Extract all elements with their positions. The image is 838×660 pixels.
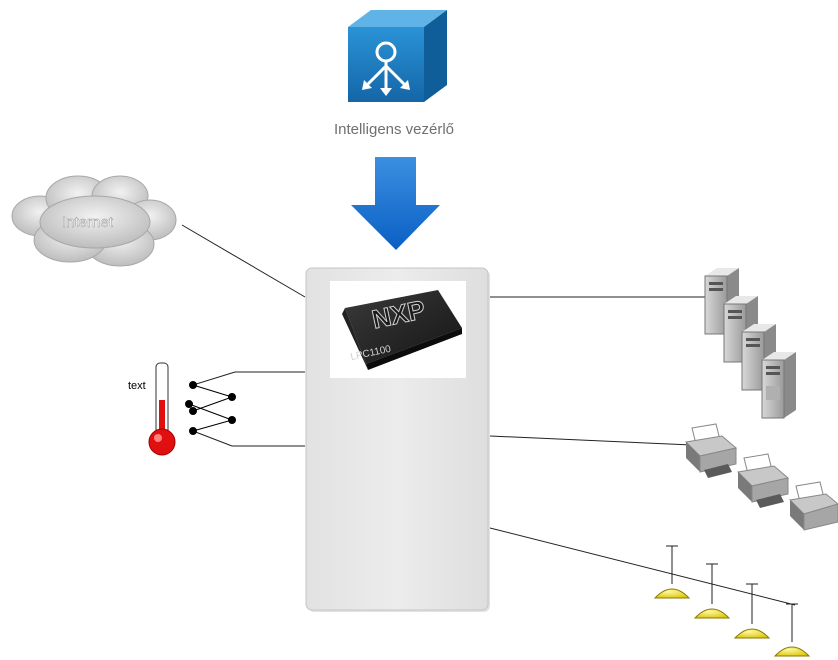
sensor-link-2 — [192, 430, 233, 447]
microcontroller-chip-icon — [330, 281, 466, 378]
lamp-bus — [489, 527, 796, 606]
switch-contacts — [185, 381, 236, 435]
thermometer-icon — [148, 362, 176, 456]
printer-icon — [684, 423, 838, 531]
printer-link — [489, 435, 693, 446]
sensor-label: text — [128, 380, 146, 392]
connection-lines — [181, 224, 796, 606]
sensor-link-1 — [192, 371, 236, 386]
cloud-icon — [11, 175, 177, 267]
internet-link — [181, 224, 306, 298]
down-arrow-icon — [351, 157, 440, 250]
server-tower-icon — [704, 268, 796, 419]
ceiling-lamp-icon — [653, 545, 811, 657]
controller-label: Intelligens vezérlő — [334, 121, 454, 138]
router-cube-icon — [348, 10, 447, 102]
internet-label: Internet — [62, 214, 114, 231]
